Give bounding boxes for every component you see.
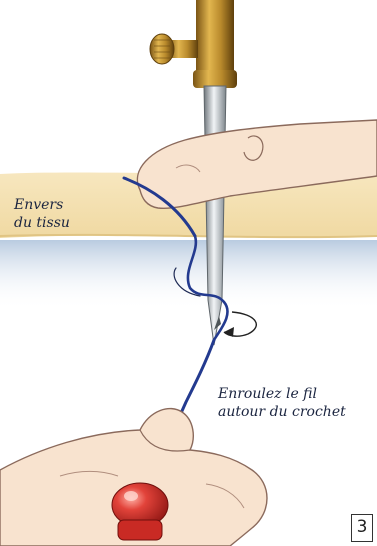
label-wrap-thread-line1: Enroulez le fil [218, 385, 346, 403]
label-wrap-thread: Enroulez le fil autour du crochet [218, 385, 346, 421]
label-fabric-back-line2: du tissu [14, 214, 70, 232]
label-wrap-thread-line2: autour du crochet [218, 403, 346, 421]
step-number-badge: 3 [351, 514, 373, 542]
label-fabric-back-line1: Envers [14, 196, 70, 214]
hook-handle [150, 0, 237, 88]
thread-bead [112, 483, 168, 540]
label-fabric-back: Envers du tissu [14, 196, 70, 232]
